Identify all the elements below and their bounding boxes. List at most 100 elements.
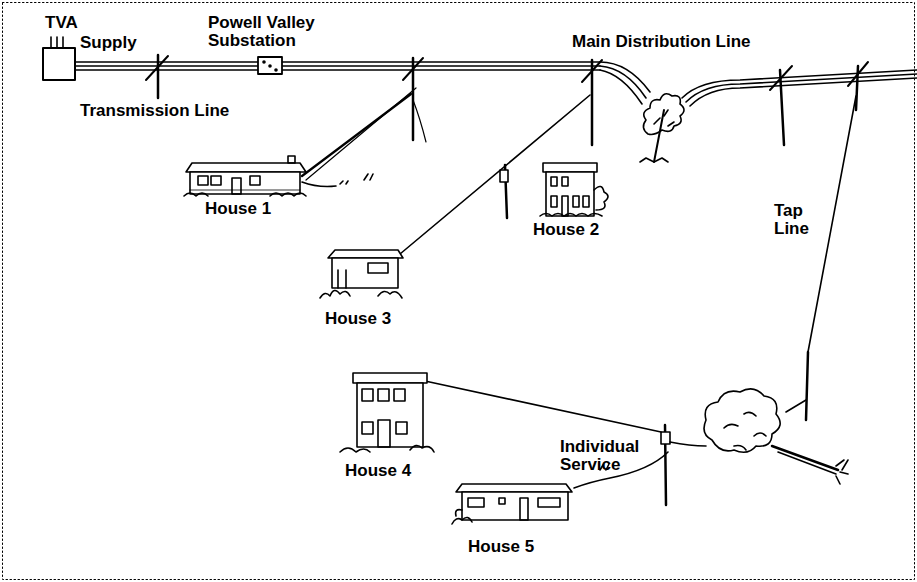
substation-box-part [269,65,271,67]
house-3-part [332,258,398,288]
tva-supply-symbol [43,37,75,80]
house-3 [320,250,403,298]
house-5-part [452,510,472,524]
tree-on-main-line [640,94,684,162]
distribution-poles-part [770,66,792,90]
house-4-part [394,389,405,401]
main-power-lines-part [75,65,600,67]
house-label: House 4 [345,462,411,480]
house-2-part [551,196,557,207]
substation-box-part [263,61,265,63]
house-5-part [456,484,572,492]
transmission-pole [146,55,168,98]
house-5-part [520,498,528,520]
fallen-tree-part [778,452,836,474]
distribution-poles [403,58,868,505]
supplier-name: TVA [45,14,78,32]
house-1 [184,156,306,196]
tva-supply-symbol-part [50,37,52,48]
distribution-poles-part [500,170,508,182]
fallen-tree-part [836,460,848,484]
service-wires-part [670,442,706,446]
house-1-part [190,190,300,191]
house-3-part [320,290,402,298]
service-wires-part [302,174,373,187]
fallen-tree-part [724,412,766,450]
main-power-lines-part [690,78,917,106]
house-2-part [573,196,579,207]
house-4-part [378,420,390,447]
house-5-part [499,498,505,504]
fallen-tree-part [772,446,838,470]
substation-box-part [275,69,277,71]
fallen-tree [704,389,848,484]
main-power-lines-part [686,74,917,102]
substation-box-part [258,57,282,74]
tva-supply-symbol-part [43,48,75,80]
house-5-part [468,498,484,507]
house-2-part [543,163,597,172]
house-2-part [540,186,608,216]
main-power-lines-part [75,61,600,63]
house-2-part [562,196,568,216]
house-5 [452,484,572,524]
tree-on-main-line-part [640,158,668,162]
house-label: House 1 [205,200,271,218]
house-4-part [362,389,373,401]
house-label: House 5 [468,538,534,556]
distribution-poles-part [661,432,670,444]
fallen-tree-part [704,389,780,452]
part-label: Supply [80,34,137,52]
service-wires [302,88,856,488]
distribution-poles-part [856,66,858,110]
house-4-part [340,445,434,452]
distribution-poles-part [780,70,784,145]
house-4-part [378,389,389,401]
distribution-poles-part [848,62,868,86]
house-1-part [232,178,241,194]
house-3-part [337,270,339,288]
transmission-pole-part [157,55,160,98]
tree-on-main-line-part [654,110,664,162]
house-4-part [362,422,373,434]
house-2-part [551,177,557,186]
tree-on-main-line-part [643,94,684,135]
service-wires-part [786,400,806,412]
service-wires-part [306,88,416,180]
house-2-part [546,172,594,216]
house-1-part [211,176,221,185]
distribution-poles-part [582,60,602,82]
house-4-part [357,383,423,447]
house-5-part [462,492,568,520]
house-4-part [396,422,407,434]
tva-supply-symbol-part [56,37,58,48]
house-5-part [538,498,560,507]
house-2-part [583,196,589,207]
house-1-part [184,193,306,196]
house-4-part [353,373,427,383]
house-3-part [345,270,347,288]
service-wires-part [808,96,856,352]
house-3-part [368,263,388,273]
house-1-part [190,172,300,194]
transmission-pole-part [146,56,168,80]
substation-box [258,57,282,74]
house-label: House 3 [325,310,391,328]
main-power-lines-part [600,70,642,104]
part-label: Transmission Line [80,102,229,120]
tva-supply-symbol-part [62,37,64,48]
house-1-part [250,176,260,185]
part-label: Tap Line [774,202,819,239]
house-2 [540,163,608,216]
part-label: Main Distribution Line [572,33,751,51]
part-label: Individual Service [560,438,655,475]
service-wires-part [425,381,661,432]
house-1-part [288,156,295,163]
house-label: House 2 [533,221,599,239]
house-1-part [198,176,208,185]
house-2-part [562,177,568,186]
tree-on-main-line-part [654,110,674,126]
